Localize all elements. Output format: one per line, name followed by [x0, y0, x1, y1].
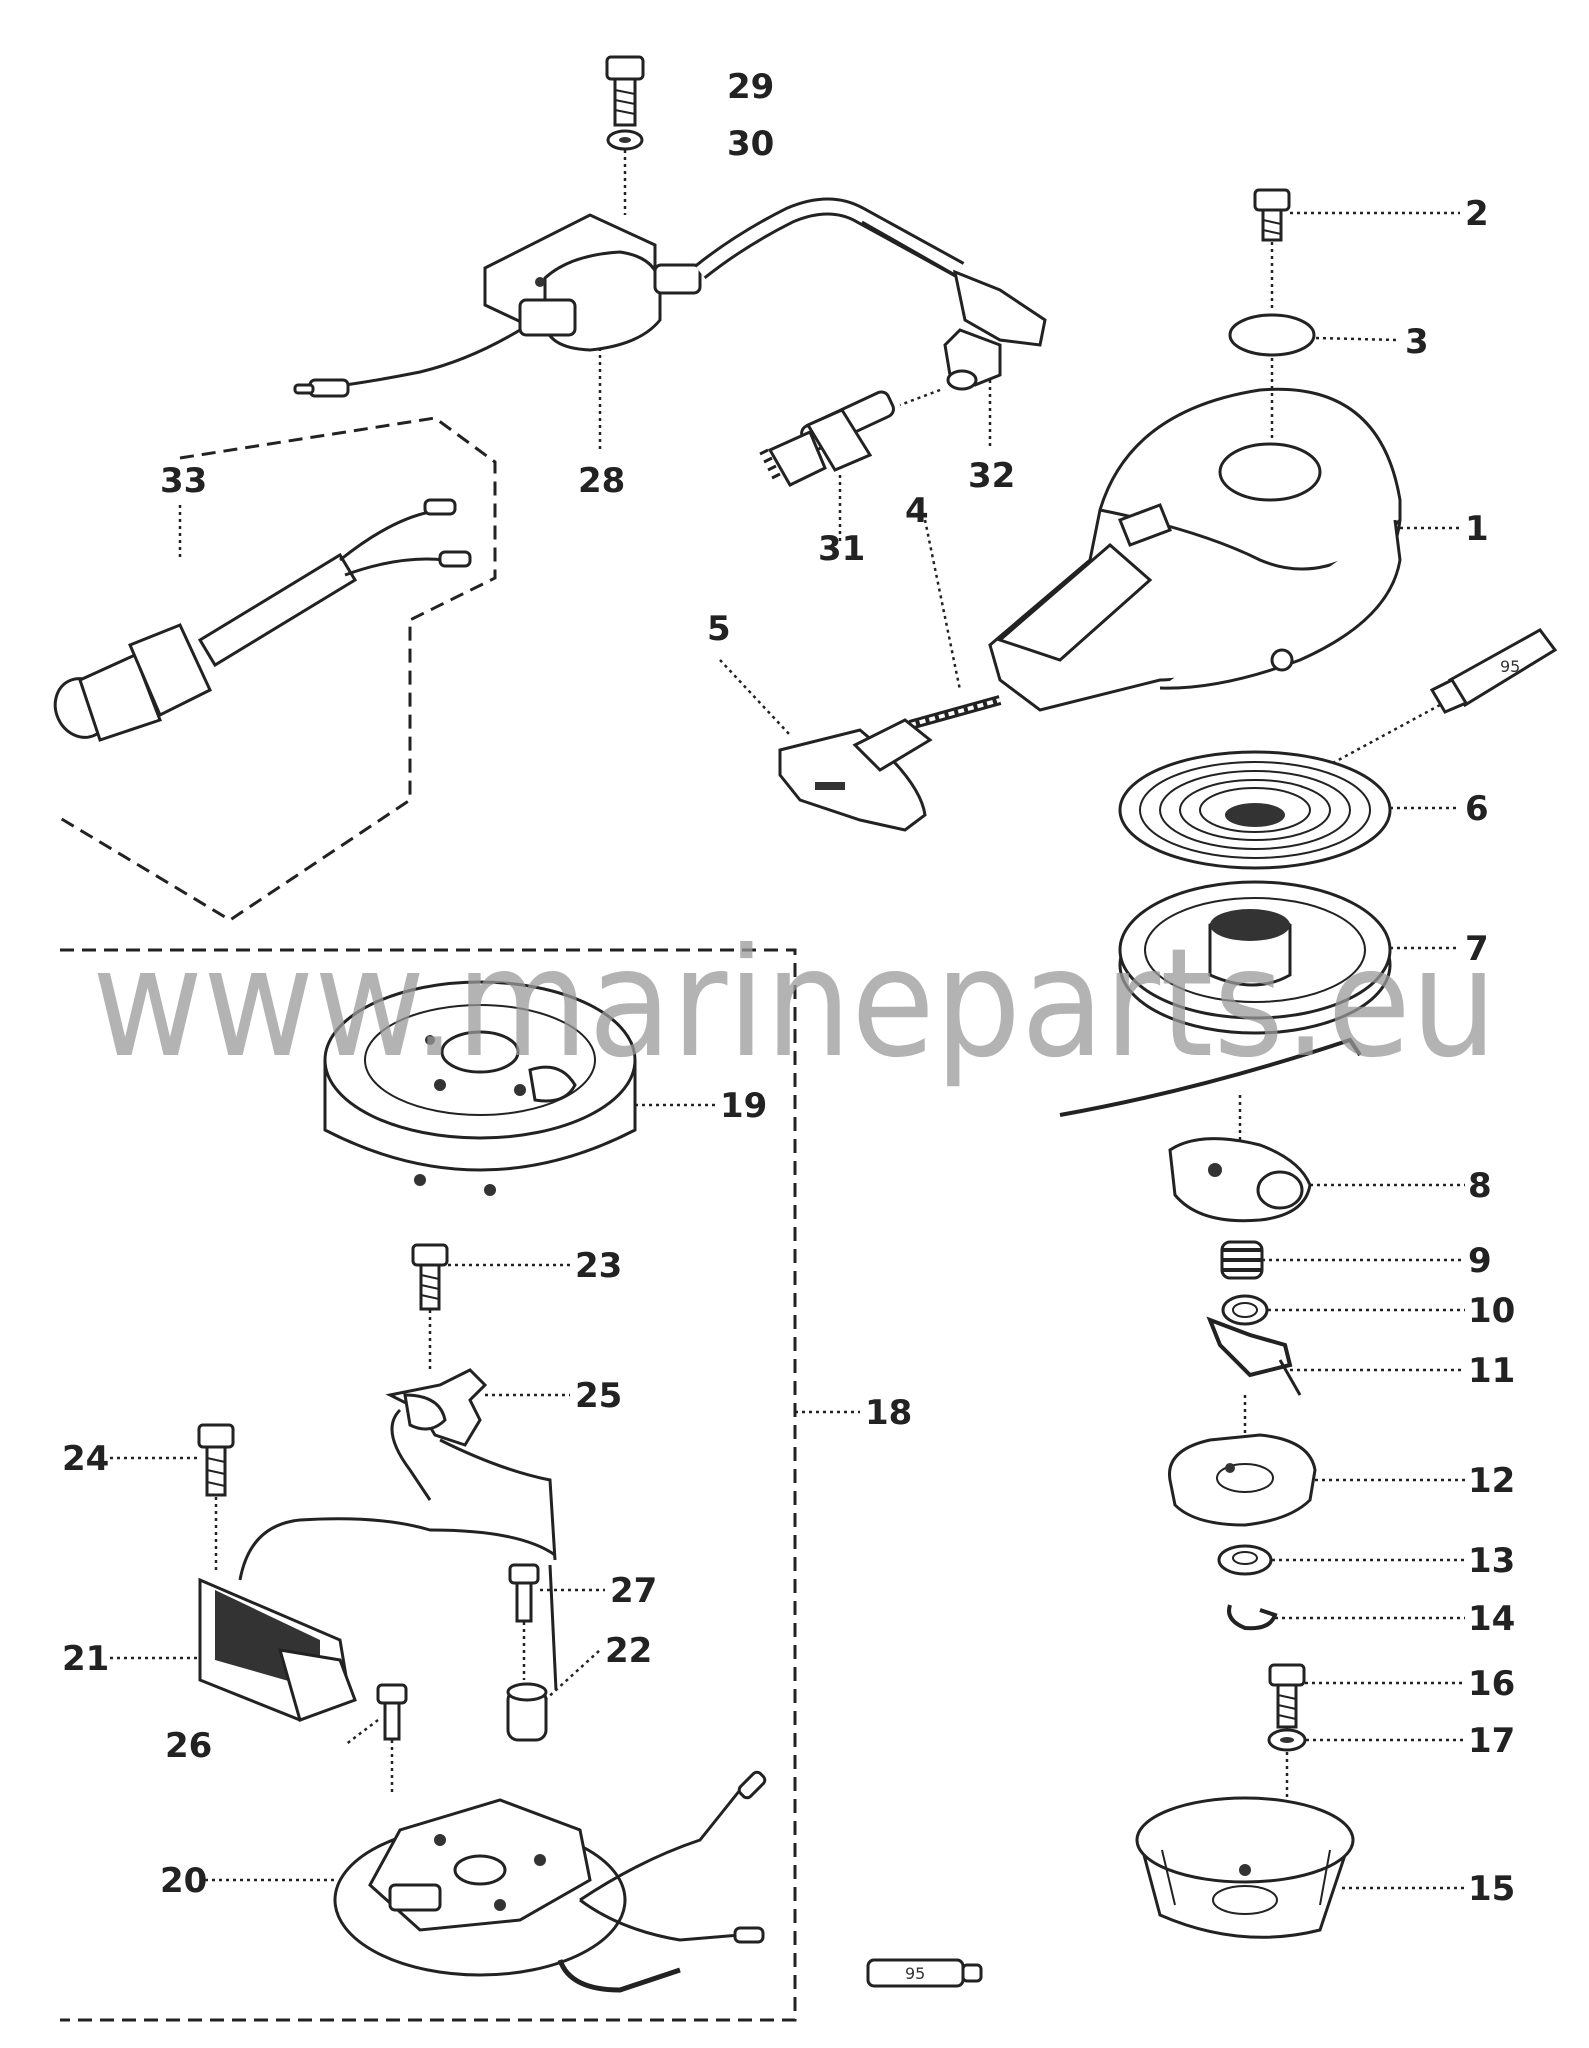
rewind-pulley-7: [1118, 880, 1392, 1035]
bolt-2: [1253, 188, 1291, 242]
callout-25: 25: [575, 1376, 622, 1416]
screw-26: [376, 1683, 408, 1741]
charge-coil-21: [198, 1517, 556, 1722]
washer-10: [1221, 1294, 1269, 1326]
screw-27: [508, 1563, 540, 1623]
callout-33: 33: [160, 461, 207, 501]
callout-20: 20: [160, 1861, 207, 1901]
lubricant-tube-lower: 95: [866, 1958, 983, 1988]
tube-label-upper: 95: [1500, 657, 1520, 676]
callout-16: 16: [1468, 1664, 1515, 1704]
callout-32: 32: [968, 456, 1015, 496]
watermark: www.marineparts.eu: [92, 917, 1497, 1091]
bolt-23: [411, 1243, 449, 1311]
washer-17: [1267, 1728, 1307, 1752]
callout-5: 5: [707, 609, 731, 649]
callout-8: 8: [1468, 1166, 1492, 1206]
callout-26: 26: [165, 1726, 212, 1766]
rewind-spring-6: [1118, 750, 1392, 870]
callout-28: 28: [578, 461, 625, 501]
bolt-29: [605, 55, 645, 127]
callout-12: 12: [1468, 1461, 1515, 1501]
high-tension-lead: [694, 197, 965, 280]
callout-2: 2: [1465, 194, 1489, 234]
callout-7: 7: [1465, 929, 1489, 969]
callout-24: 24: [62, 1439, 109, 1479]
spring-11: [1206, 1316, 1302, 1396]
callout-30: 30: [727, 124, 774, 164]
callout-23: 23: [575, 1246, 622, 1286]
callout-31: 31: [818, 529, 865, 569]
callout-27: 27: [610, 1571, 657, 1611]
callout-10: 10: [1468, 1291, 1515, 1331]
callout-labels: 1 2 3 4 5 6 7 8 9 10 11 12 13 14 15 16 1…: [62, 67, 1515, 1909]
callout-17: 17: [1468, 1721, 1515, 1761]
trigger-bracket-25: [385, 1368, 557, 1561]
cap-3: [1228, 313, 1316, 357]
washer-30: [606, 129, 644, 151]
callout-3: 3: [1405, 322, 1429, 362]
callout-15: 15: [1468, 1869, 1515, 1909]
starter-housing-1: [988, 387, 1402, 712]
callout-18: 18: [865, 1393, 912, 1433]
callout-13: 13: [1468, 1541, 1515, 1581]
primary-lead: [293, 328, 521, 398]
drive-plate-12: [1168, 1433, 1317, 1527]
stop-switch-33: [53, 498, 472, 742]
callout-1: 1: [1465, 509, 1489, 549]
callout-22: 22: [605, 1631, 652, 1671]
callout-9: 9: [1468, 1241, 1492, 1281]
callout-21: 21: [62, 1639, 109, 1679]
stator-plate-20: [333, 1770, 767, 1993]
e-ring-14: [1227, 1604, 1278, 1631]
callout-11: 11: [1468, 1351, 1515, 1391]
callout-29: 29: [727, 67, 774, 107]
spark-plug-cap-32: [943, 269, 1047, 391]
spring-9: [1220, 1240, 1264, 1280]
callout-19: 19: [720, 1086, 767, 1126]
bushing-13: [1217, 1544, 1273, 1576]
starter-handle-5: [778, 718, 933, 832]
screw-24: [197, 1423, 235, 1497]
screw-16: [1268, 1663, 1306, 1729]
spark-plug-31: [759, 390, 895, 487]
pawl-8: [1168, 1137, 1312, 1223]
starter-rope-4: [908, 695, 1002, 730]
callout-4: 4: [905, 491, 929, 531]
callout-6: 6: [1465, 789, 1489, 829]
starter-cup-15: [1135, 1796, 1355, 1939]
callout-14: 14: [1468, 1599, 1515, 1639]
trigger-22: [506, 1564, 558, 1742]
lubricant-tube-upper: 95: [1429, 628, 1558, 714]
flywheel-19: [323, 980, 637, 1196]
tube-label-lower: 95: [905, 1964, 925, 1983]
ignition-coil-28: [483, 213, 702, 352]
